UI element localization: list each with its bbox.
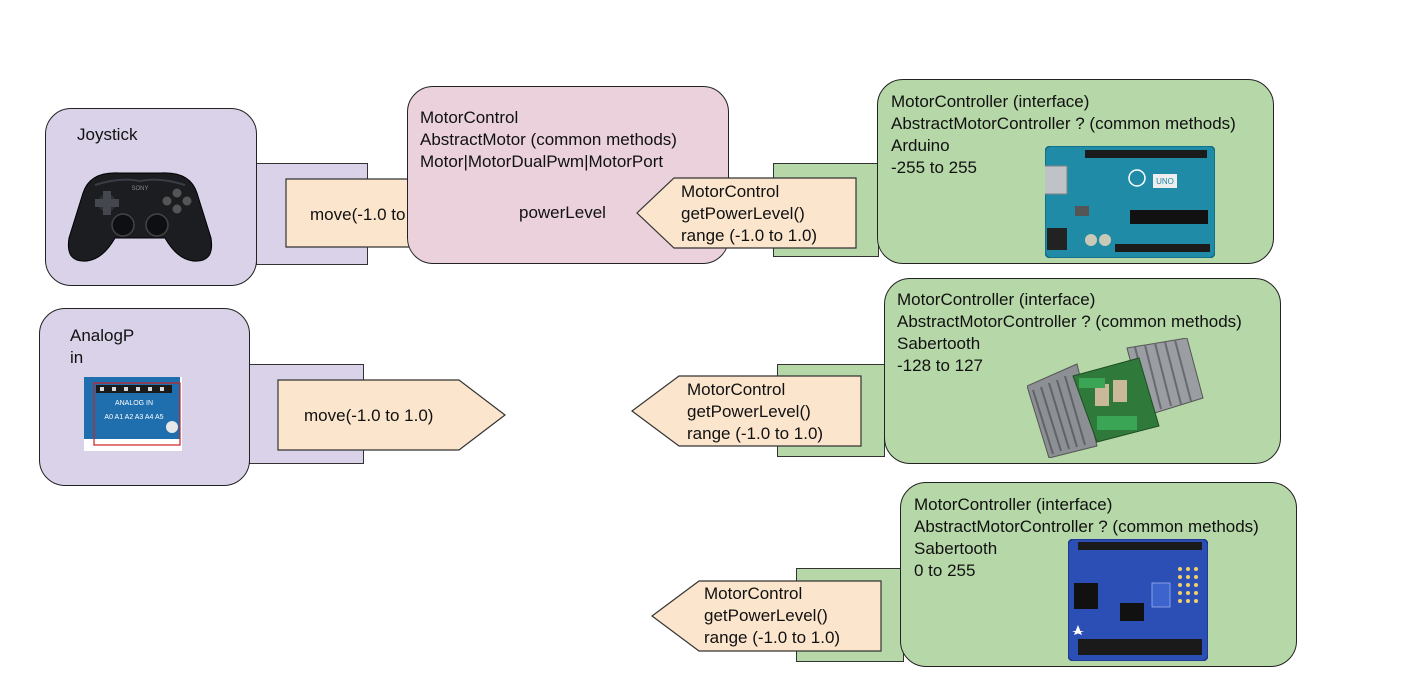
svg-text:ANALOG IN: ANALOG IN (115, 400, 153, 407)
servo-hat-arrow-line-2: getPowerLevel() (704, 606, 828, 625)
arduino-line-2: AbstractMotorController ? (common method… (891, 114, 1236, 133)
analog-title-line-1: AnalogP (70, 326, 135, 345)
motor-text: MotorControl AbstractMotor (common metho… (420, 107, 677, 173)
servo-hat-arrow-text: MotorControl getPowerLevel() range (-1.0… (704, 583, 840, 649)
arduino-line-4: -255 to 255 (891, 158, 978, 177)
joystick-title: Joystick (77, 125, 138, 144)
motor-line-3: Motor|MotorDualPwm|MotorPort (420, 152, 664, 171)
motor-line-1: MotorControl (420, 108, 519, 127)
sabertooth-arrow-line-2: getPowerLevel() (687, 402, 811, 421)
sabertooth-arrow-line-1: MotorControl (687, 380, 786, 399)
arduino-arrow-line-3: range (-1.0 to 1.0) (681, 226, 818, 245)
servo-hat-line-3: Sabertooth (914, 539, 998, 558)
arduino-text: MotorController (interface) AbstractMoto… (891, 91, 1236, 179)
servo-hat-powerlevel-arrow (650, 580, 882, 652)
arduino-line-3: Arduino (891, 136, 950, 155)
servo-hat-line-2: AbstractMotorController ? (common method… (914, 517, 1259, 536)
analog-title-line-2: in (70, 348, 84, 367)
analog-pin-board-icon: ANALOG IN A0 A1 A2 A3 A4 A5 (84, 377, 182, 451)
servo-hat-arrow-line-3: range (-1.0 to 1.0) (704, 628, 841, 647)
arduino-board-icon: UNO (1045, 146, 1215, 258)
arduino-arrow-line-1: MotorControl (681, 182, 780, 201)
servo-hat-line-1: MotorController (interface) (914, 495, 1113, 514)
servo-hat-line-4: 0 to 255 (914, 561, 976, 580)
sabertooth-line-2: AbstractMotorController ? (common method… (897, 312, 1242, 331)
sabertooth-text: MotorController (interface) AbstractMoto… (897, 289, 1242, 377)
sabertooth-line-1: MotorController (interface) (897, 290, 1096, 309)
servo-hat-board-icon (1068, 539, 1208, 661)
svg-text:A0 A1 A2 A3 A4 A5: A0 A1 A2 A3 A4 A5 (104, 414, 163, 421)
analog-move-arrow (277, 379, 506, 451)
gamepad-icon: SONY (67, 172, 213, 262)
svg-text:SONY: SONY (131, 186, 148, 192)
sabertooth-arrow-text: MotorControl getPowerLevel() range (-1.0… (687, 379, 823, 445)
sabertooth-line-3: Sabertooth (897, 334, 981, 353)
power-level-label: powerLevel (519, 203, 606, 222)
svg-text:UNO: UNO (1156, 177, 1174, 186)
arduino-arrow-line-2: getPowerLevel() (681, 204, 805, 223)
arduino-powerlevel-arrow (636, 177, 857, 249)
sabertooth-powerlevel-arrow (630, 375, 862, 447)
arduino-arrow-text: MotorControl getPowerLevel() range (-1.0… (681, 181, 817, 247)
sabertooth-arrow-line-3: range (-1.0 to 1.0) (687, 424, 824, 443)
arduino-line-1: MotorController (interface) (891, 92, 1090, 111)
servo-hat-text: MotorController (interface) AbstractMoto… (914, 494, 1259, 582)
sabertooth-line-4: -128 to 127 (897, 356, 984, 375)
sabertooth-driver-icon (1027, 338, 1204, 458)
analog-title: AnalogP in (70, 325, 134, 369)
motor-line-2: AbstractMotor (common methods) (420, 130, 677, 149)
analog-move-label: move(-1.0 to 1.0) (304, 406, 434, 425)
servo-hat-arrow-line-1: MotorControl (704, 584, 803, 603)
